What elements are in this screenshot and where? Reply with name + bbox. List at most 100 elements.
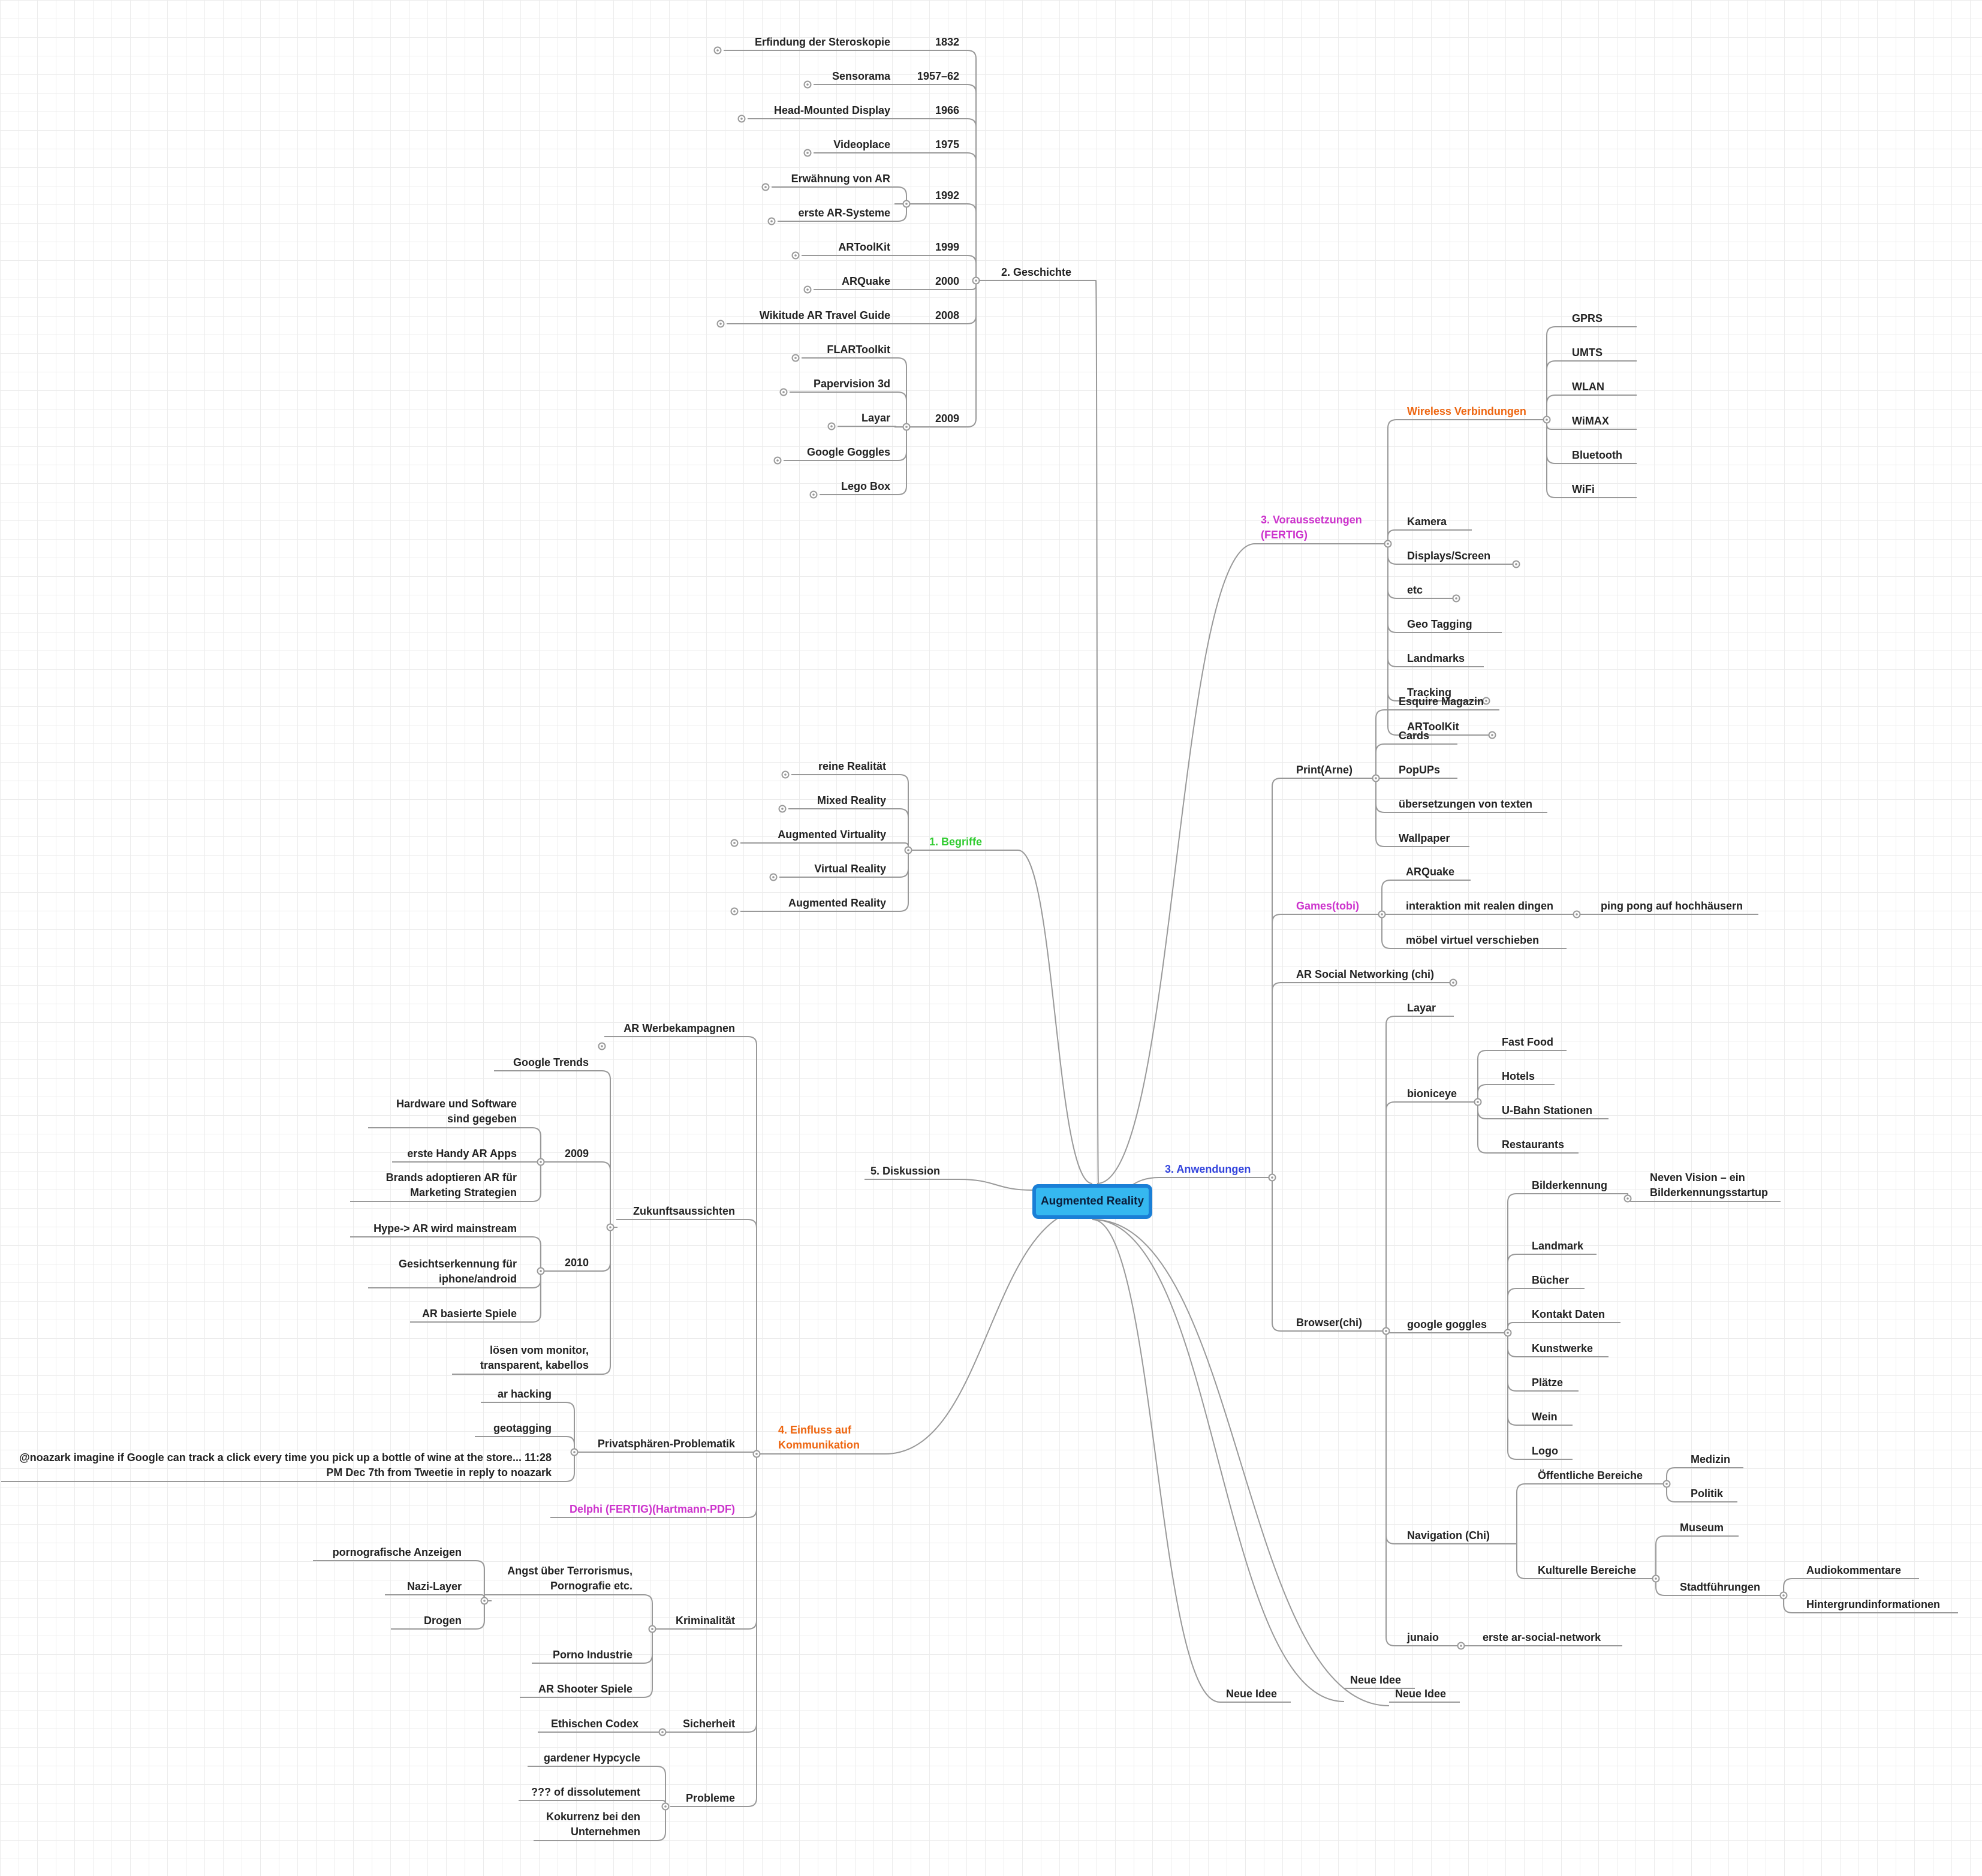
node-logo[interactable]: Logo	[1532, 1445, 1558, 1457]
node-medizin[interactable]: Medizin	[1691, 1453, 1730, 1465]
node-google-goggles[interactable]: Google Goggles	[806, 446, 890, 458]
node-flartoolkit[interactable]: FLARToolkit	[827, 344, 890, 356]
node-kokurrenz-bei-den-unternehmen[interactable]: Kokurrenz bei den Unternehmen	[546, 1811, 640, 1838]
node-porno-industrie[interactable]: Porno Industrie	[552, 1649, 632, 1661]
node-geo-tagging[interactable]: Geo Tagging	[1407, 618, 1472, 630]
node-bücher[interactable]: Bücher	[1532, 1274, 1570, 1286]
node-privatsphären-problematik[interactable]: Privatsphären-Problematik	[597, 1438, 735, 1450]
topic-einfluss[interactable]: 4. Einfluss auf Kommunikation	[778, 1424, 860, 1451]
node-erste-ar-systeme[interactable]: erste AR-Systeme	[798, 207, 890, 219]
node-wein[interactable]: Wein	[1532, 1411, 1558, 1423]
node-popups[interactable]: PopUPs	[1399, 764, 1441, 776]
node-papervision-3d[interactable]: Papervision 3d	[813, 378, 890, 390]
node-cards[interactable]: Cards	[1399, 730, 1430, 742]
topic-diskussion[interactable]: 5. Diskussion	[870, 1165, 941, 1177]
node-erfindung-der-steroskopie[interactable]: Erfindung der Steroskopie	[754, 36, 890, 48]
topic-neue-idee-2[interactable]: Neue Idee	[1350, 1674, 1402, 1686]
node-erste-handy-ar-apps[interactable]: erste Handy AR Apps	[407, 1148, 517, 1160]
node-ping-pong-auf-hochhäusern[interactable]: ping pong auf hochhäusern	[1601, 900, 1743, 912]
node-1966[interactable]: 1966	[935, 104, 959, 116]
node-ar-basierte-spiele[interactable]: AR basierte Spiele	[421, 1308, 517, 1320]
node-öffentliche-bereiche[interactable]: Öffentliche Bereiche	[1538, 1470, 1643, 1481]
node-google-trends[interactable]: Google Trends	[513, 1056, 589, 1068]
node-artoolkit[interactable]: ARToolKit	[838, 241, 890, 253]
node-zukunftsaussichten[interactable]: Zukunftsaussichten	[632, 1205, 735, 1217]
node-erste-ar-social-network[interactable]: erste ar-social-network	[1483, 1631, 1601, 1643]
node-kontakt-daten[interactable]: Kontakt Daten	[1532, 1308, 1606, 1320]
node-sensorama[interactable]: Sensorama	[832, 70, 890, 82]
node-ar-shooter-spiele[interactable]: AR Shooter Spiele	[538, 1683, 632, 1695]
node-1999[interactable]: 1999	[935, 241, 959, 253]
root-topic[interactable]: Augmented Reality	[1032, 1184, 1152, 1219]
node-pornografische-anzeigen[interactable]: pornografische Anzeigen	[332, 1546, 462, 1558]
node-wallpaper[interactable]: Wallpaper	[1399, 832, 1450, 844]
node-2010[interactable]: 2010	[564, 1257, 589, 1269]
node-umts[interactable]: UMTS	[1572, 347, 1603, 359]
node-2008[interactable]: 2008	[935, 309, 959, 321]
node-sicherheit[interactable]: Sicherheit	[682, 1718, 735, 1730]
node-displays-screen[interactable]: Displays/Screen	[1407, 550, 1491, 562]
node-browser-chi[interactable]: Browser(chi)	[1296, 1317, 1363, 1329]
node-neven-vision-ein-bilderkennungsstartup[interactable]: Neven Vision – ein Bilderkennungsstartup	[1650, 1172, 1769, 1199]
node-print-arne[interactable]: Print(Arne)	[1296, 764, 1353, 776]
topic-begriffe[interactable]: 1. Begriffe	[929, 836, 983, 848]
node-head-mounted-display[interactable]: Head-Mounted Display	[773, 104, 890, 116]
node-bluetooth[interactable]: Bluetooth	[1572, 449, 1622, 461]
node-wifi[interactable]: WiFi	[1572, 483, 1595, 495]
node-probleme[interactable]: Probleme	[685, 1792, 735, 1804]
topic-anwendungen[interactable]: 3. Anwendungen	[1165, 1163, 1251, 1175]
node-wimax[interactable]: WiMAX	[1572, 415, 1609, 427]
node-hype-ar-wird-mainstream[interactable]: Hype-> AR wird mainstream	[373, 1222, 517, 1234]
node-bilderkennung[interactable]: Bilderkennung	[1532, 1179, 1608, 1191]
topic-voraussetzungen[interactable]: 3. Voraussetzungen (FERTIG)	[1261, 514, 1362, 541]
node-hotels[interactable]: Hotels	[1502, 1070, 1535, 1082]
node-drogen[interactable]: Drogen	[424, 1615, 462, 1627]
node-nazi-layer[interactable]: Nazi-Layer	[406, 1580, 462, 1592]
node-augmented-virtuality[interactable]: Augmented Virtuality	[778, 829, 886, 841]
node-navigation-chi[interactable]: Navigation (Chi)	[1407, 1529, 1490, 1541]
node-übersetzungen-von-texten[interactable]: übersetzungen von texten	[1399, 798, 1533, 810]
node-erwähnung-von-ar[interactable]: Erwähnung von AR	[791, 173, 890, 185]
node-wlan[interactable]: WLAN	[1572, 381, 1604, 393]
node-angst-über-terrorismus-pornografie-etc[interactable]: Angst über Terrorismus, Pornografie etc.	[507, 1565, 632, 1592]
topic-neue-idee-1[interactable]: Neue Idee	[1226, 1688, 1278, 1700]
node-hintergrundinformationen[interactable]: Hintergrundinformationen	[1806, 1598, 1940, 1610]
node-ethischen-codex[interactable]: Ethischen Codex	[550, 1718, 638, 1730]
node-esquire-magazin[interactable]: Esquire Magazin	[1399, 695, 1484, 707]
node-hardware-und-software-sind-gegeben[interactable]: Hardware und Software sind gegeben	[396, 1098, 517, 1125]
node-1992[interactable]: 1992	[935, 189, 959, 201]
node-interaktion-mit-realen-dingen[interactable]: interaktion mit realen dingen	[1406, 900, 1554, 912]
node-reine-realität[interactable]: reine Realität	[818, 760, 886, 772]
node-kunstwerke[interactable]: Kunstwerke	[1532, 1342, 1594, 1354]
node-politik[interactable]: Politik	[1691, 1487, 1724, 1499]
node-fast-food[interactable]: Fast Food	[1502, 1036, 1553, 1048]
node-möbel-virtuel-verschieben[interactable]: möbel virtuel verschieben	[1406, 934, 1540, 946]
node-geotagging[interactable]: geotagging	[493, 1422, 552, 1434]
node-gesichtserkennung-für-iphone-android[interactable]: Gesichtserkennung für iphone/android	[398, 1258, 517, 1285]
node-mixed-reality[interactable]: Mixed Reality	[817, 794, 886, 806]
node-1832[interactable]: 1832	[935, 36, 959, 48]
node-2009[interactable]: 2009	[564, 1148, 589, 1160]
topic-neue-idee-3[interactable]: Neue Idee	[1395, 1688, 1447, 1700]
node-wireless-verbindungen[interactable]: Wireless Verbindungen	[1407, 405, 1526, 417]
node-landmark[interactable]: Landmark	[1532, 1240, 1584, 1252]
node-restaurants[interactable]: Restaurants	[1502, 1139, 1565, 1151]
node-kriminalität[interactable]: Kriminalität	[675, 1615, 735, 1627]
node-artoolkit[interactable]: ARToolKit	[1407, 721, 1459, 733]
node-noazark-imagine-if-google-can-track-a-cl[interactable]: @noazark imagine if Google can track a c…	[19, 1452, 552, 1478]
node-kulturelle-bereiche[interactable]: Kulturelle Bereiche	[1538, 1564, 1637, 1576]
node-layar[interactable]: Layar	[1407, 1002, 1436, 1014]
node-tracking[interactable]: Tracking	[1407, 686, 1452, 698]
node-1975[interactable]: 1975	[935, 138, 959, 150]
node-augmented-reality[interactable]: Augmented Reality	[788, 897, 886, 909]
node-kamera[interactable]: Kamera	[1407, 516, 1447, 528]
node-brands-adoptieren-ar-für-marketing-strat[interactable]: Brands adoptieren AR für Marketing Strat…	[385, 1172, 517, 1199]
node-delphi-fertig-hartmann-pdf[interactable]: Delphi (FERTIG)(Hartmann-PDF)	[570, 1503, 735, 1515]
node-ar-werbekampagnen[interactable]: AR Werbekampagnen	[623, 1022, 735, 1034]
node-1957-62[interactable]: 1957–62	[917, 70, 959, 82]
node-arquake[interactable]: ARQuake	[841, 275, 890, 287]
node-gprs[interactable]: GPRS	[1572, 312, 1603, 324]
node-arquake[interactable]: ARQuake	[1406, 866, 1455, 878]
node-plätze[interactable]: Plätze	[1532, 1377, 1564, 1389]
node-junaio[interactable]: junaio	[1407, 1631, 1439, 1643]
